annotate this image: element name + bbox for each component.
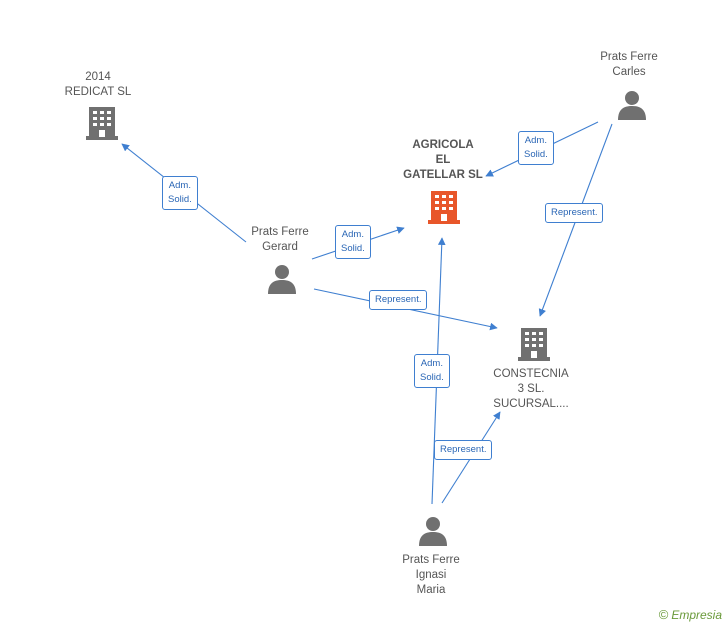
edge-label-carles-constecnia[interactable]: Represent. — [545, 203, 604, 223]
node-agricola-label[interactable]: AGRICOLA EL GATELLAR SL — [403, 138, 483, 183]
edge-label-line: Solid. — [524, 149, 548, 160]
building-icon[interactable] — [86, 106, 118, 140]
node-gerard-line-2: Gerard — [262, 241, 298, 253]
edge-label-line: Solid. — [420, 372, 444, 383]
brand-watermark: ©Empresia — [659, 607, 722, 622]
node-ignasi-line-3: Maria — [416, 584, 446, 596]
edge-label-line: Solid. — [168, 194, 192, 205]
edge-label-line: Adm. — [341, 229, 364, 240]
node-agricola-line-3: GATELLAR SL — [403, 169, 483, 181]
building-focus-icon[interactable] — [428, 190, 460, 224]
edge-label-line: Adm. — [420, 358, 443, 369]
node-agricola-line-1: AGRICOLA — [412, 139, 474, 151]
node-agricola-line-2: EL — [435, 154, 451, 166]
node-carles-line-1: Prats Ferre — [600, 51, 658, 63]
edge-label-line: Represent. — [440, 444, 487, 455]
node-redicat-label[interactable]: 2014 REDICAT SL — [65, 70, 132, 100]
edge-label-gerard-constecnia[interactable]: Represent. — [369, 290, 428, 310]
person-icon[interactable] — [617, 90, 647, 120]
edge-label-carles-agricola[interactable]: Adm. Solid. — [518, 131, 554, 165]
edge-label-gerard-agricola[interactable]: Adm. Solid. — [335, 225, 371, 259]
person-icon[interactable] — [418, 516, 448, 546]
node-carles-label[interactable]: Prats Ferre Carles — [600, 50, 658, 80]
node-ignasi-line-1: Prats Ferre — [402, 554, 460, 566]
edge-label-line: Represent. — [375, 294, 422, 305]
edge-label-line: Adm. — [524, 135, 547, 146]
brand-name: Empresia — [671, 608, 722, 622]
node-ignasi-label[interactable]: Prats Ferre Ignasi Maria — [402, 553, 460, 598]
node-constecnia-label[interactable]: CONSTECNIA 3 SL. SUCURSAL.... — [493, 367, 568, 412]
node-constecnia-line-2: 3 SL. — [517, 383, 545, 395]
edge-label-ignasi-agricola[interactable]: Adm. Solid. — [414, 354, 450, 388]
node-constecnia-line-1: CONSTECNIA — [493, 368, 569, 380]
node-ignasi-line-2: Ignasi — [415, 569, 447, 581]
node-carles-line-2: Carles — [612, 66, 646, 78]
node-constecnia-line-3: SUCURSAL.... — [493, 398, 569, 410]
building-icon[interactable] — [518, 327, 550, 361]
node-gerard-line-1: Prats Ferre — [251, 226, 309, 238]
edge-label-line: Represent. — [551, 207, 598, 218]
node-gerard-label[interactable]: Prats Ferre Gerard — [251, 225, 309, 255]
person-icon[interactable] — [267, 264, 297, 294]
edge-label-line: Adm. — [168, 180, 191, 191]
edge-label-gerard-redicat[interactable]: Adm. Solid. — [162, 176, 198, 210]
edge-label-line: Solid. — [341, 243, 365, 254]
copyright-icon: © — [658, 607, 669, 622]
edge-label-ignasi-constecnia[interactable]: Represent. — [434, 440, 493, 460]
node-redicat-line-2: REDICAT SL — [64, 86, 132, 98]
node-redicat-line-1: 2014 — [85, 71, 111, 83]
